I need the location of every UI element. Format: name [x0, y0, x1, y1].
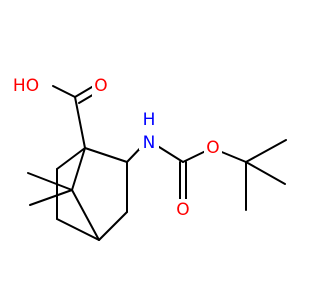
amine-n-label: N — [143, 133, 156, 153]
bond-layer — [27, 83, 287, 241]
bond-c7-me2 — [29, 189, 73, 206]
atom-layer: HO O H N O O — [5, 75, 222, 221]
bond-tbu-me-top — [245, 139, 287, 163]
hydroxyl-label: HO — [13, 76, 39, 96]
bond-c1-c7 — [71, 147, 86, 191]
bond-c3-c4 — [98, 211, 128, 241]
acid-carbonyl-oxygen-label: O — [94, 76, 107, 96]
bond-c-oh — [52, 85, 76, 98]
molecule-canvas: HO O H N O O — [5, 75, 287, 241]
boc-carbonyl-oxygen-label: O — [176, 200, 189, 220]
bond-c7-c4 — [71, 189, 100, 241]
bond-tbu-me-right — [245, 161, 286, 185]
bond-c1-ccooh — [74, 96, 86, 149]
bond-c1-c2 — [84, 147, 128, 163]
molecule-structure: HO O H N O O — [5, 75, 287, 241]
ester-oxygen-label: O — [206, 138, 219, 158]
bond-c7-me1 — [27, 172, 73, 191]
bond-c4-c5 — [56, 218, 100, 241]
amine-h-label: H — [143, 110, 156, 130]
bond-c6-c1 — [56, 147, 86, 170]
